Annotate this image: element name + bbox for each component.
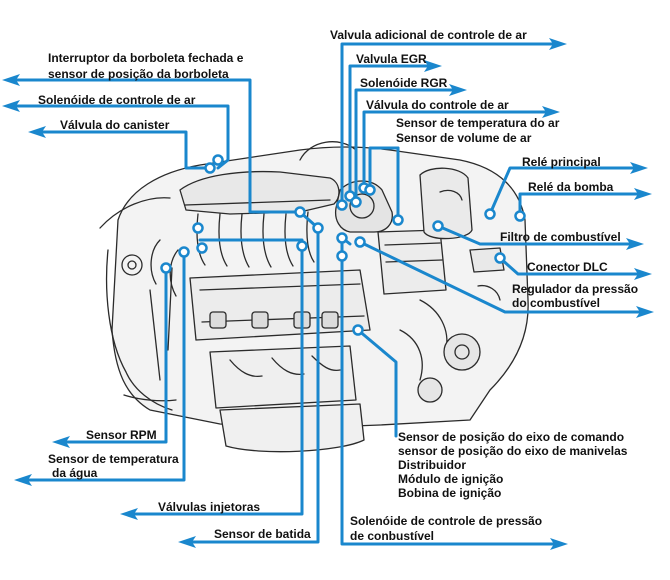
- leader-line-solenoide-pressao: [340, 242, 558, 546]
- label-valvulas-injetoras: Válvulas injetoras: [158, 500, 261, 514]
- leader-endpoint-15: [514, 210, 526, 222]
- leader-line-sensor-comando: [356, 328, 398, 438]
- leader-endpoint-6: [312, 222, 324, 234]
- leader-line-regulador-pressao: [358, 240, 644, 314]
- leader-line-valvula-canister: [38, 130, 212, 170]
- leader-endpoint-1: [204, 162, 216, 174]
- label-rele-bomba: Relé da bomba: [528, 180, 614, 194]
- label-valvula-adicional: Valvula adicional de controle de ar: [330, 28, 527, 42]
- label-interruptor-borboleta-2: sensor de posição da borboleta: [48, 67, 229, 81]
- label-distribuidor: Distribuidor: [398, 458, 466, 472]
- leader-endpoint-4: [160, 262, 172, 274]
- label-solenoide-pressao-1: Solenóide de controle de pressão: [350, 514, 543, 528]
- leader-line-solenoide-controle-ar: [12, 104, 230, 170]
- leader-line-valvulas-injetoras: [130, 244, 304, 516]
- leader-endpoint-5: [294, 206, 306, 218]
- label-regulador-pressao-1: Regulador da pressão: [512, 282, 639, 296]
- leader-endpoint-19: [354, 236, 366, 248]
- leader-lines: [12, 42, 644, 546]
- label-sensor-temp-agua-1: Sensor de temperatura: [48, 452, 179, 466]
- label-valvula-canister: Válvula do canister: [60, 118, 170, 132]
- leader-endpoint-7: [296, 240, 308, 252]
- leader-endpoint-8: [336, 199, 348, 211]
- arrow-sensor-rpm: [52, 436, 70, 448]
- leader-line-sensor-batida: [188, 226, 320, 544]
- label-valvula-egr: Valvula EGR: [356, 52, 427, 66]
- leader-endpoint-17: [494, 252, 506, 264]
- arrow-interruptor-borboleta: [2, 74, 20, 86]
- leader-endpoint-16: [432, 220, 444, 232]
- leader-endpoint-13: [392, 214, 404, 226]
- arrow-rele-principal: [630, 162, 648, 174]
- arrow-filtro-combustivel: [626, 238, 644, 250]
- arrow-sensor-temp-agua: [14, 474, 32, 486]
- label-sensor-volume-ar: Sensor de volume de ar: [396, 131, 532, 145]
- leader-endpoint-21: [336, 250, 348, 262]
- leader-endpoint-14: [484, 208, 496, 220]
- arrow-conector-dlc: [634, 268, 652, 280]
- leader-line-valvula-adicional: [340, 42, 557, 207]
- label-modulo-ignicao: Módulo de ignição: [398, 472, 504, 486]
- leader-endpoint-10: [350, 196, 362, 208]
- label-sensor-rpm: Sensor RPM: [86, 428, 157, 442]
- leader-line-valvula-egr: [348, 64, 432, 198]
- leader-endpoint-3: [196, 242, 208, 254]
- label-conector-dlc: Conector DLC: [527, 260, 608, 274]
- leader-line-rele-principal: [488, 166, 638, 216]
- leader-endpoint-0: [212, 154, 224, 166]
- arrow-rele-bomba: [634, 188, 652, 200]
- arrow-sensor-batida: [178, 536, 196, 548]
- label-regulador-pressao-2: do combustível: [512, 296, 601, 310]
- leader-endpoint-18: [336, 232, 348, 244]
- arrow-solenoide-pressao: [550, 538, 568, 550]
- leader-endpoints: [160, 154, 526, 336]
- label-sensor-temp-agua-2: da água: [52, 466, 98, 480]
- arrow-valvula-canister: [28, 126, 46, 138]
- leader-endpoint-22: [178, 246, 190, 258]
- label-solenoide-pressao-2: de conbustível: [350, 529, 435, 543]
- label-solenoide-egr: Solenóide RGR: [360, 76, 448, 90]
- leader-line-valvula-controle-ar: [362, 110, 550, 190]
- leader-line-solenoide-egr: [354, 88, 457, 204]
- label-filtro-combustivel: Filtro de combustível: [500, 230, 621, 244]
- leader-endpoint-12: [364, 184, 376, 196]
- label-sensor-eixo-manivelas: sensor de posição do eixo de manivelas: [398, 444, 628, 458]
- leader-line-rele-bomba: [518, 192, 642, 218]
- arrow-valvula-controle-ar: [542, 106, 560, 118]
- leader-line-sensor-rpm: [62, 266, 168, 444]
- label-rele-principal: Relé principal: [522, 155, 601, 169]
- label-valvula-controle-ar: Válvula do controle de ar: [366, 98, 509, 112]
- arrow-solenoide-egr: [449, 84, 467, 96]
- leader-line-sensor-temp-ar: [368, 146, 400, 192]
- leader-line-conector-dlc: [498, 256, 642, 276]
- label-sensor-batida: Sensor de batida: [214, 527, 311, 541]
- arrow-solenoide-controle-ar: [2, 100, 20, 112]
- arrow-valvula-egr: [424, 60, 442, 72]
- label-sensor-temp-ar: Sensor de temperatura do ar: [396, 116, 560, 130]
- label-solenoide-controle-ar: Solenóide de controle de ar: [38, 93, 196, 107]
- leader-line-filtro-combustivel: [436, 224, 634, 246]
- arrow-markers: [2, 38, 654, 550]
- arrow-valvula-adicional: [549, 38, 567, 50]
- arrow-regulador-pressao: [636, 306, 654, 318]
- leader-line-sensor-temp-agua: [24, 250, 186, 482]
- label-bobina-ignicao: Bobina de ignição: [398, 486, 502, 500]
- label-interruptor-borboleta-1: Interruptor da borboleta fechada e: [48, 51, 244, 65]
- leader-endpoint-2: [192, 222, 204, 234]
- engine-illustration: [99, 141, 529, 453]
- arrow-valvulas-injetoras: [120, 508, 138, 520]
- leader-endpoint-20: [352, 324, 364, 336]
- leader-line-interruptor-borboleta: [12, 78, 320, 230]
- label-sensor-eixo-comando: Sensor de posição do eixo de comando: [398, 430, 625, 444]
